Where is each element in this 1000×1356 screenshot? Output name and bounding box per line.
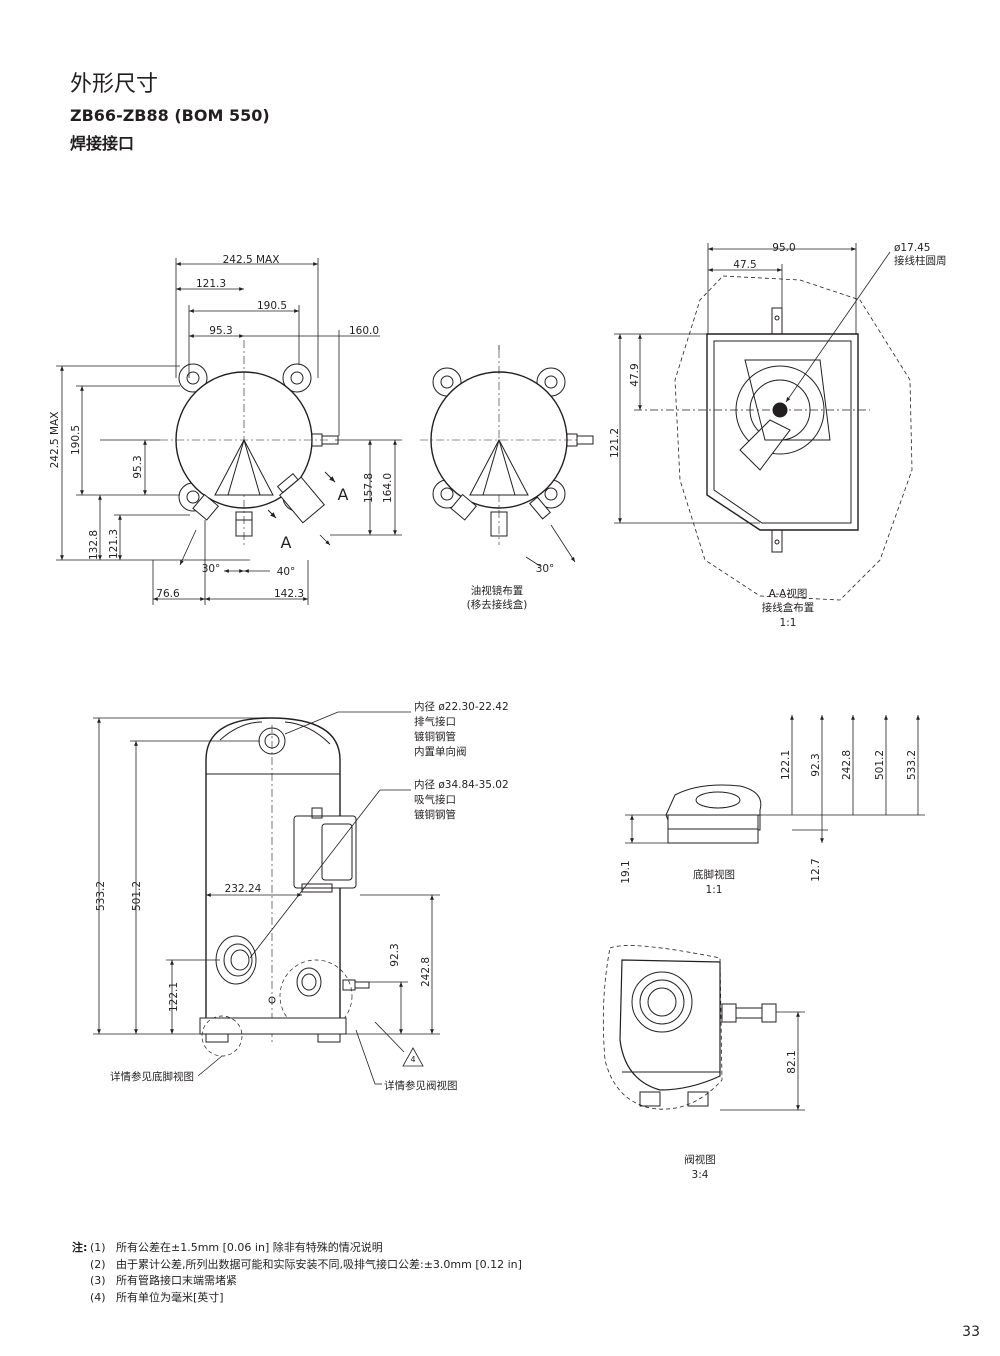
foot-view-dimensions: [625, 715, 925, 844]
foot-caption-2: 1:1: [706, 884, 723, 896]
front-dim-232-24: 232.24: [225, 883, 262, 895]
front-dim-92-3: 92.3: [389, 943, 401, 966]
note-text: 所有单位为毫米[英寸]: [116, 1290, 224, 1304]
model-range: ZB66-ZB88 (BOM 550): [70, 106, 270, 125]
aa-dim-121-2: 121.2: [609, 428, 621, 458]
angle-30: 30°: [202, 563, 221, 575]
front-dim-122-1: 122.1: [168, 982, 180, 1012]
valve-caption-2: 3:4: [692, 1169, 709, 1181]
note-text: 所有管路接口末端需堵紧: [116, 1274, 237, 1287]
section-mark-a-bottom: A: [281, 533, 292, 552]
note-number: (1): [90, 1241, 106, 1254]
top-view: [160, 340, 339, 545]
aa-caption-3: 1:1: [780, 617, 797, 629]
drawing-labels: 242.5 MAX 121.3 190.5 95.3 160.0 242.5 M…: [49, 242, 947, 1181]
dim-v-121-3: 121.3: [108, 529, 120, 559]
note-flag: 4: [410, 1055, 415, 1064]
dim-v-157-8: 157.8: [363, 473, 375, 503]
dim-160: 160.0: [349, 325, 379, 337]
foot-dim-12-7: 12.7: [810, 858, 822, 881]
connection-type: 焊接接口: [70, 134, 135, 153]
foot-view: [665, 784, 762, 844]
dim-v-132-8: 132.8: [88, 530, 100, 560]
suction-callout-1: 内径 ø34.84-35.02: [414, 778, 509, 791]
valve-view-dimensions: [720, 1011, 805, 1111]
discharge-callout-3: 镀铜钢管: [414, 730, 456, 743]
discharge-callout-4: 内置单向阀: [414, 745, 467, 758]
front-view-dimensions: [93, 711, 440, 1085]
note-number: (2): [90, 1257, 106, 1271]
sight-glass-view: [420, 350, 594, 545]
valve-view: [602, 945, 777, 1110]
foot-dim-92-3: 92.3: [810, 753, 822, 776]
aa-caption-1: A-A视图: [769, 587, 808, 600]
dim-76-6: 76.6: [156, 588, 180, 600]
valve-view-reference: 详情参见阀视图: [384, 1079, 458, 1092]
foot-dim-19-1: 19.1: [620, 860, 632, 883]
note-item: (2) 由于累计公差,所列出数据可能和实际安装不同,吸排气接口公差:±3.0mm …: [72, 1257, 522, 1274]
note-text: 由于累计公差,所列出数据可能和实际安装不同,吸排气接口公差:±3.0mm [0.…: [116, 1257, 522, 1271]
aa-dim-95: 95.0: [772, 242, 795, 254]
note-item: 注:(1) 所有公差在±1.5mm [0.06 in] 除非有特殊的情况说明: [72, 1240, 522, 1257]
aa-view: [674, 275, 913, 601]
foot-caption-1: 底脚视图: [693, 868, 735, 881]
aa-terminal-dim: ø17.45: [894, 242, 930, 254]
dim-v-164: 164.0: [382, 473, 394, 503]
aa-dim-47-5: 47.5: [733, 259, 756, 271]
dim-142-3: 142.3: [274, 588, 304, 600]
aa-dim-47-9: 47.9: [629, 363, 641, 386]
notes-lead: 注:: [72, 1241, 88, 1254]
section-mark-a-right: A: [338, 485, 349, 504]
suction-callout-3: 镀铜钢管: [414, 808, 456, 821]
sight-caption-1: 油视镜布置: [471, 584, 524, 597]
dim-242-max: 242.5 MAX: [223, 254, 280, 266]
page-title: 外形尺寸: [70, 72, 159, 97]
aa-terminal-label: 接线柱圆周: [894, 254, 947, 267]
angle-40: 40°: [277, 566, 296, 578]
foot-dim-533-2: 533.2: [906, 750, 918, 780]
aa-caption-2: 接线盒布置: [762, 601, 815, 614]
note-text: 所有公差在±1.5mm [0.06 in] 除非有特殊的情况说明: [116, 1241, 383, 1254]
foot-dim-242-8: 242.8: [841, 750, 853, 780]
valve-caption-1: 阀视图: [684, 1153, 716, 1166]
valve-dim-82-1: 82.1: [786, 1050, 798, 1073]
dim-v-190-5: 190.5: [70, 425, 82, 455]
suction-callout-2: 吸气接口: [414, 793, 456, 806]
discharge-callout-1: 内径 ø22.30-22.42: [414, 700, 509, 713]
dim-121-3: 121.3: [196, 278, 226, 290]
dim-190-5: 190.5: [257, 300, 287, 312]
front-dim-533-2: 533.2: [95, 881, 107, 911]
sight-angle-30: 30°: [536, 563, 555, 575]
page-number: 33: [962, 1324, 980, 1340]
top-view-dimensions: [56, 258, 402, 605]
front-view: [199, 717, 370, 1057]
sight-caption-2: (移去接线盒): [467, 598, 528, 611]
note-item: (4) 所有单位为毫米[英寸]: [72, 1290, 522, 1307]
dim-95-3: 95.3: [209, 325, 232, 337]
front-dim-501-2: 501.2: [131, 881, 143, 911]
foot-dim-122-1: 122.1: [780, 750, 792, 780]
dim-v-95-3: 95.3: [132, 455, 144, 478]
note-number: (3): [90, 1274, 106, 1287]
discharge-callout-2: 排气接口: [414, 715, 456, 728]
dim-v-242-max: 242.5 MAX: [49, 412, 61, 469]
foot-view-reference: 详情参见底脚视图: [110, 1070, 194, 1083]
aa-view-dimensions: [614, 243, 891, 524]
note-item: (3) 所有管路接口末端需堵紧: [72, 1273, 522, 1290]
foot-dim-501-2: 501.2: [874, 750, 886, 780]
front-dim-242-8: 242.8: [420, 957, 432, 987]
note-number: (4): [90, 1290, 106, 1304]
notes: 注:(1) 所有公差在±1.5mm [0.06 in] 除非有特殊的情况说明 (2…: [72, 1240, 522, 1306]
